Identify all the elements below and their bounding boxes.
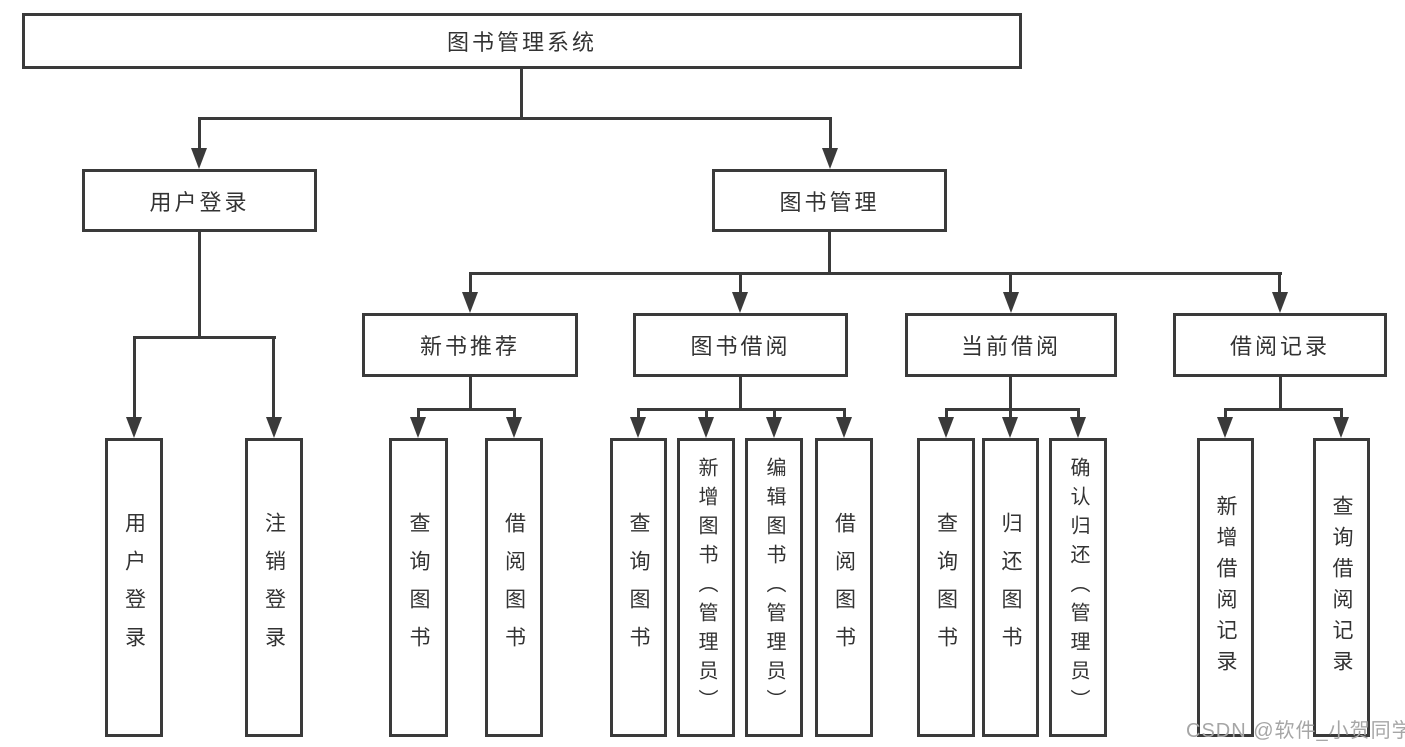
leaf-borrow-books-borrowing-label: 借阅图书	[832, 511, 856, 664]
connector-line	[1009, 377, 1012, 411]
node-book-management-label: 图书管理	[779, 189, 880, 215]
connector-line	[133, 336, 276, 339]
connector-line	[1340, 408, 1343, 420]
leaf-query-books-current: 查询图书	[917, 438, 975, 737]
connector-line	[1009, 272, 1012, 295]
leaf-logout-label: 注销登录	[262, 511, 286, 664]
connector-line	[1009, 408, 1012, 420]
leaf-query-books-recommend-label: 查询图书	[407, 511, 430, 664]
connector-line	[1224, 408, 1342, 411]
connector-line	[272, 336, 275, 420]
arrow-down-icon	[822, 148, 838, 169]
connector-line	[843, 408, 846, 420]
arrow-down-icon	[766, 417, 782, 438]
node-new-book-recommend: 新书推荐	[362, 313, 578, 377]
arrow-down-icon	[1333, 417, 1349, 438]
leaf-add-book-admin-label: 新增图书（管理员）	[695, 457, 717, 718]
leaf-user-login: 用户登录	[105, 438, 163, 737]
arrow-down-icon	[836, 417, 852, 438]
arrow-down-icon	[126, 417, 142, 438]
arrow-down-icon	[938, 417, 954, 438]
connector-line	[945, 408, 948, 420]
connector-line	[705, 408, 708, 420]
leaf-query-borrow-record: 查询借阅记录	[1313, 438, 1370, 737]
leaf-query-books-current-label: 查询图书	[934, 511, 958, 664]
connector-line	[945, 408, 1079, 411]
node-user-login-label: 用户登录	[149, 189, 250, 215]
connector-line	[829, 117, 832, 151]
connector-line	[739, 377, 742, 411]
arrow-down-icon	[732, 292, 748, 313]
arrow-down-icon	[266, 417, 282, 438]
node-root: 图书管理系统	[22, 13, 1022, 69]
leaf-add-book-admin: 新增图书（管理员）	[677, 438, 735, 737]
connector-line	[133, 336, 136, 420]
leaf-query-books-recommend: 查询图书	[389, 438, 448, 737]
connector-line	[417, 408, 516, 411]
arrow-down-icon	[1217, 417, 1233, 438]
arrow-down-icon	[1002, 417, 1018, 438]
arrow-down-icon	[506, 417, 522, 438]
arrow-down-icon	[698, 417, 714, 438]
connector-line	[773, 408, 776, 420]
leaf-query-books-borrowing: 查询图书	[610, 438, 667, 737]
node-borrow-records-label: 借阅记录	[1229, 334, 1330, 359]
node-current-borrowing: 当前借阅	[905, 313, 1117, 377]
connector-line	[637, 408, 640, 420]
connector-line	[828, 232, 831, 275]
connector-line	[469, 272, 1282, 275]
connector-line	[739, 272, 742, 295]
node-borrow-records: 借阅记录	[1173, 313, 1387, 377]
connector-line	[198, 117, 832, 120]
leaf-add-borrow-record: 新增借阅记录	[1197, 438, 1254, 737]
node-current-borrowing-label: 当前借阅	[960, 334, 1061, 359]
leaf-edit-book-admin: 编辑图书（管理员）	[745, 438, 803, 737]
watermark-text: CSDN @软件_小贺同学	[1186, 720, 1405, 742]
leaf-query-books-borrowing-label: 查询图书	[627, 511, 650, 664]
arrow-down-icon	[1003, 292, 1019, 313]
connector-line	[1224, 408, 1227, 420]
arrow-down-icon	[462, 292, 478, 313]
connector-line	[198, 117, 201, 151]
connector-line	[469, 272, 472, 295]
connector-line	[1279, 377, 1282, 411]
leaf-borrow-books-recommend-label: 借阅图书	[502, 511, 526, 664]
connector-line	[1077, 408, 1080, 420]
leaf-query-borrow-record-label: 查询借阅记录	[1330, 494, 1353, 681]
node-book-management: 图书管理	[712, 169, 947, 232]
node-book-borrowing: 图书借阅	[633, 313, 848, 377]
leaf-add-borrow-record-label: 新增借阅记录	[1214, 494, 1237, 681]
leaf-confirm-return-admin-label: 确认归还（管理员）	[1067, 457, 1089, 718]
arrow-down-icon	[410, 417, 426, 438]
node-user-login: 用户登录	[82, 169, 317, 232]
connector-line	[469, 377, 472, 411]
connector-line	[198, 232, 201, 339]
leaf-edit-book-admin-label: 编辑图书（管理员）	[763, 457, 785, 718]
connector-line	[417, 408, 420, 420]
arrow-down-icon	[191, 148, 207, 169]
node-new-book-recommend-label: 新书推荐	[419, 334, 520, 359]
connector-line	[1278, 272, 1281, 295]
connector-line	[520, 67, 523, 120]
leaf-borrow-books-borrowing: 借阅图书	[815, 438, 873, 737]
connector-line	[513, 408, 516, 420]
connector-line	[637, 408, 845, 411]
leaf-logout: 注销登录	[245, 438, 303, 737]
arrow-down-icon	[1070, 417, 1086, 438]
node-book-borrowing-label: 图书借阅	[690, 334, 791, 359]
arrow-down-icon	[630, 417, 646, 438]
leaf-return-book: 归还图书	[982, 438, 1039, 737]
leaf-borrow-books-recommend: 借阅图书	[485, 438, 543, 737]
node-root-label: 图书管理系统	[446, 30, 597, 55]
leaf-user-login-label: 用户登录	[122, 511, 146, 664]
arrow-down-icon	[1272, 292, 1288, 313]
leaf-confirm-return-admin: 确认归还（管理员）	[1049, 438, 1107, 737]
leaf-return-book-label: 归还图书	[999, 511, 1022, 664]
